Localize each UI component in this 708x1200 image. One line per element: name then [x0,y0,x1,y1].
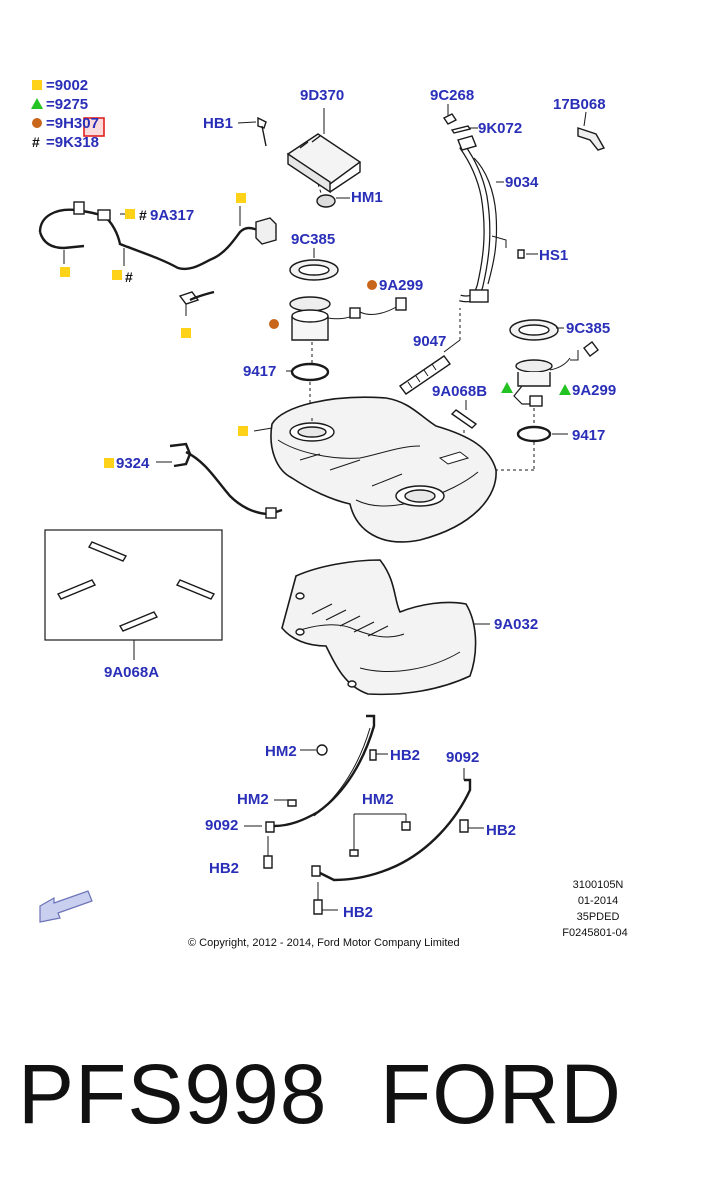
label-9047: 9047 [413,333,447,350]
legend-triangle-symbol [31,98,43,109]
legend-hash-symbol: # [32,134,40,150]
label-17b068: 17B068 [553,96,606,113]
legend-highlight-box [83,117,105,137]
label-hm2-b: HM2 [237,791,269,808]
marker-hash: # [139,207,147,223]
lock-ring-9c385-left [289,248,339,281]
tank-straps-9092 [244,714,472,882]
label-9092-left: 9092 [205,817,239,834]
hb1-bolt-part [237,116,267,147]
label-hb2-b: HB2 [486,822,517,839]
label-hb2-a: HB2 [390,747,421,764]
fuel-tank-9002 [253,396,497,543]
label-9a032: 9A032 [494,616,539,633]
marker-square [238,426,248,436]
label-hm2-a: HM2 [265,743,297,760]
legend-square-symbol [32,80,42,90]
marker-square [181,328,191,338]
legend-9002: =9002 [46,77,89,94]
label-9a299-top: 9A299 [379,277,424,294]
legend-9k318: =9K318 [46,134,99,151]
marker-circle [367,280,377,290]
line-9324 [156,442,283,519]
label-9a317: 9A317 [150,207,195,224]
filler-pipe-9034 [457,135,538,303]
heat-shield-9a032 [281,559,490,696]
legend-circle-symbol [32,118,42,128]
drawing-info: 3100105N 01-2014 35PDED F0245801-04 [562,878,630,942]
level-sender-9a299 [513,341,599,424]
label-hm1: HM1 [351,189,383,206]
fuel-pump-module-9d370 [286,108,362,197]
label-hb2-c: HB2 [209,860,240,877]
lock-ring-9c385-right [509,319,564,341]
info-line-3: 35PDED [576,910,620,923]
seal-9417-right [488,425,568,471]
label-hb2-d: HB2 [343,904,374,921]
marker-square [125,209,135,219]
hose-9047 [399,308,461,395]
label-9417-right: 9417 [572,427,606,444]
marker-square [236,193,246,203]
label-9092-right: 9092 [446,749,480,766]
marker-square [104,458,114,468]
label-9417-left: 9417 [243,363,277,380]
label-9034: 9034 [505,174,539,191]
marker-square [60,267,70,277]
label-9a299-right: 9A299 [572,382,617,399]
hm1-clip-part [316,194,350,208]
info-line-2: 01-2014 [577,894,619,907]
label-hm2-c: HM2 [362,791,394,808]
direction-arrow [39,890,93,923]
inset-box-9a068a [44,529,223,660]
marker-square [112,270,122,280]
legend-9275: =9275 [46,96,89,113]
fuel-lines-9a317 [38,201,277,316]
label-hb1: HB1 [203,115,234,132]
footer-part-number: PFS998 [18,1047,328,1141]
label-9c385-right: 9C385 [566,320,611,337]
marker-triangle [501,382,513,393]
marker-triangle [559,384,571,395]
label-9c268: 9C268 [430,87,475,104]
label-hs1: HS1 [539,247,569,264]
label-9a068b: 9A068B [432,383,488,400]
marker-hash: # [125,269,133,285]
label-9c385-left: 9C385 [291,231,336,248]
marker-circle [269,319,279,329]
label-9k072: 9K072 [478,120,523,137]
label-9d370: 9D370 [300,87,345,104]
fuel-pump-9h307 [289,296,407,366]
clip-9c268-part [442,104,478,134]
info-line-4: F0245801-04 [562,926,628,939]
footer-brand: FORD [380,1047,622,1141]
strap-fasteners [263,744,484,915]
info-line-1: 3100105N [572,879,624,891]
label-9324: 9324 [116,455,150,472]
legend-9h307: =9H307 [46,115,99,132]
label-9a068a: 9A068A [104,664,160,681]
copyright-notice: © Copyright, 2012 - 2014, Ford Motor Com… [188,937,460,949]
part-17b068 [577,111,606,151]
